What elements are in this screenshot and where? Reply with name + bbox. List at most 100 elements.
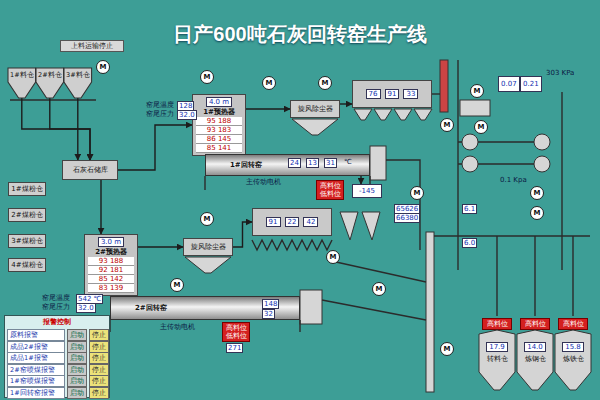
alarm-name-cell: 成品2#报警 — [7, 341, 65, 353]
alarm-name-cell: 1#回转窑报警 — [7, 387, 65, 399]
fan — [534, 156, 550, 172]
top-conveyor — [434, 235, 590, 236]
bag-hopper — [414, 109, 432, 120]
node-text: 高料位 — [320, 182, 341, 190]
alarm-panel: 报警控制原料报警启动停止成品2#报警启动停止成品1#报警启动停止2#窑喷煤报警启… — [4, 315, 110, 398]
motor-symbol: M — [440, 118, 454, 132]
motor-symbol: M — [318, 76, 332, 90]
node-text: 2#煤粉仓 — [11, 211, 42, 219]
node-text: 成品2#报警 — [10, 343, 48, 351]
value-readout: 32.0 — [76, 303, 96, 313]
node-text: 成品1#报警 — [10, 354, 48, 362]
node-text: 91 — [385, 89, 400, 99]
node-text: 22 — [285, 217, 300, 227]
flow-connector — [138, 246, 183, 247]
value-readout: 13 — [306, 158, 319, 168]
equipment-box: 石灰石储库 — [62, 160, 118, 180]
node-text: M — [330, 253, 337, 261]
text-label: 窑尾温度 — [146, 101, 174, 109]
level-alarm: 高料位 — [482, 318, 512, 330]
node-text: 低料位 — [320, 190, 341, 198]
node-text: 85 142 — [88, 275, 134, 284]
stop-button: 停止 — [89, 387, 109, 399]
node-text: 1#预热器 — [203, 108, 235, 116]
node-text: 高料位 — [226, 324, 247, 332]
start-button: 启动 — [67, 375, 87, 387]
node-text: M — [534, 209, 541, 217]
level-alarm: 高料位低料位 — [316, 180, 344, 200]
node-text: 停止 — [92, 366, 106, 374]
product-silo: 17.9 转料仓 — [478, 330, 516, 392]
node-text: 原料报警 — [10, 331, 38, 339]
node-text: 15.8 — [562, 342, 584, 352]
node-text: M — [444, 345, 451, 353]
node-text: 高料位 — [487, 320, 508, 328]
node-text: 2#预热器 — [95, 248, 127, 256]
cyclone — [340, 212, 358, 240]
stop-button: 停止 — [89, 341, 109, 353]
equipment-box: 2#煤粉仓 — [8, 208, 46, 222]
belt-conveyor — [322, 300, 426, 320]
node-text: M — [204, 215, 211, 223]
text-label: ℃ — [344, 158, 352, 166]
motor-symbol: M — [530, 206, 544, 220]
text-label: 窑尾压力 — [42, 303, 70, 311]
node-text: 启动 — [70, 343, 84, 351]
node-text: 2#料仓 — [38, 71, 62, 79]
node-text: 启动 — [70, 389, 84, 397]
kiln-hood — [300, 290, 322, 324]
motor-symbol: M — [410, 186, 424, 200]
exhaust-duct — [432, 93, 440, 94]
node-text: M — [474, 87, 481, 95]
node-text: 17.9 — [486, 342, 508, 352]
product-silo: 14.0炼钢仓 — [516, 330, 554, 392]
equipment-box: 4#煤粉仓 — [8, 258, 46, 272]
readout-box: 0.21 — [520, 76, 542, 92]
node-text: 3.0 m — [98, 237, 124, 247]
gas-pipe — [386, 160, 420, 250]
hopper-body — [36, 68, 64, 98]
equipment-box: 1#煤粉仓 — [8, 182, 46, 196]
motor-symbol: M — [470, 84, 484, 98]
node-text: 停止 — [92, 389, 106, 397]
fan — [462, 156, 478, 172]
node-text: 启动 — [70, 354, 84, 362]
node-text: 92 181 — [88, 266, 134, 275]
motor-symbol: M — [96, 60, 110, 74]
value-readout: 31 — [324, 158, 337, 168]
node-text: 1#回转窑 — [230, 161, 262, 169]
node-text: 2#窑喷煤报警 — [10, 366, 55, 374]
start-button: 启动 — [67, 329, 87, 341]
node-text: M — [100, 63, 107, 71]
feed-conveyor — [10, 99, 96, 100]
node-text: 转料仓 — [487, 355, 508, 363]
node-text: M — [444, 121, 451, 129]
flow-connector — [50, 98, 90, 160]
text-label: 主传动电机 — [246, 178, 281, 186]
belt-conveyor — [336, 262, 426, 282]
bucket-elevator — [426, 232, 434, 392]
start-button: 启动 — [67, 341, 87, 353]
motor-symbol: M — [170, 278, 184, 292]
kiln-support — [110, 176, 370, 332]
level-alarm: 高料位 — [558, 318, 588, 330]
node-text: 低料位 — [226, 332, 247, 340]
node-text: 高料位 — [525, 320, 546, 328]
text-label: 0.1 Kpa — [500, 176, 527, 184]
node-text: 0.21 — [523, 80, 539, 88]
text-label: 窑尾温度 — [42, 294, 70, 302]
flow-connector — [360, 176, 361, 184]
node-text: 14.0 — [524, 342, 546, 352]
feed-hopper: 3#料仓 — [64, 68, 92, 98]
node-text: 3#煤粉仓 — [11, 237, 42, 245]
motor-symbol: M — [372, 282, 386, 296]
alarm-name-cell: 成品1#报警 — [7, 352, 65, 364]
node-text: 报警控制 — [43, 318, 71, 326]
node-text: 93 183 — [196, 126, 242, 135]
node-text: 1#回转窑报警 — [10, 389, 55, 397]
silo-body — [555, 330, 591, 390]
node-text: 旋风除尘器 — [191, 243, 226, 251]
node-text: 86 145 — [196, 135, 242, 144]
air-tank — [460, 100, 490, 116]
